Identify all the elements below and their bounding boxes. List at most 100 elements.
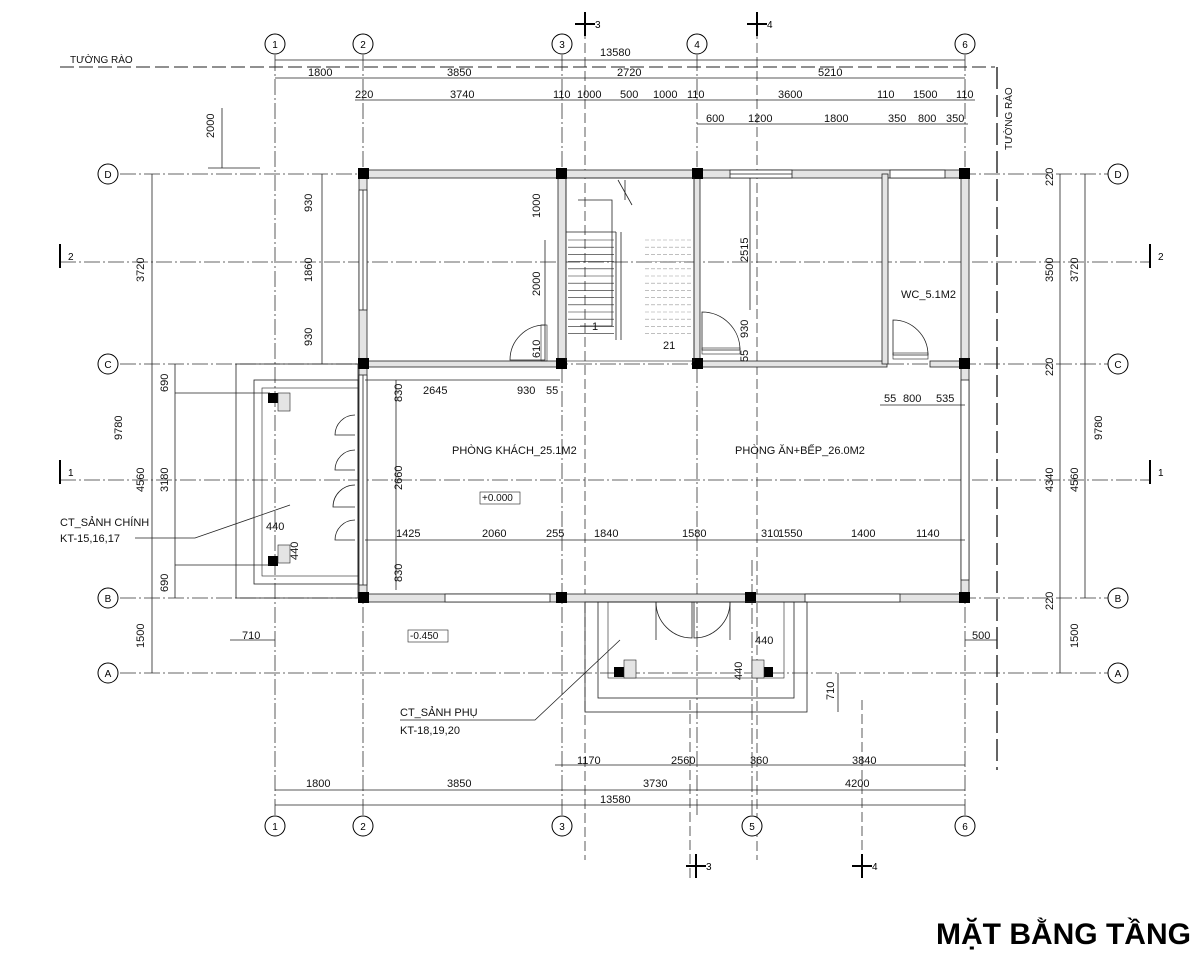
dim-right-outer: 9780 xyxy=(1093,416,1105,440)
axis-bubble-left: C xyxy=(97,353,119,375)
main-lobby-porch xyxy=(235,363,359,599)
axis-bubble-bottom: 6 xyxy=(954,815,976,837)
dim-bottom-r2: 3730 xyxy=(643,778,667,790)
svg-text:C: C xyxy=(104,360,111,371)
dim-right: 1500 xyxy=(1069,624,1081,648)
axis-bubble-right: C xyxy=(1107,353,1129,375)
dim-top-r2: 110 xyxy=(553,89,571,101)
dim-misc: 2060 xyxy=(482,528,506,540)
dim-top-r2: 1500 xyxy=(913,89,937,101)
fence-lines xyxy=(60,66,998,770)
dim-misc: 830 xyxy=(393,564,405,582)
dim-top-r3: 350 xyxy=(888,113,906,125)
dim-bottom-r1: 2560 xyxy=(671,755,695,767)
dim-misc: 440 xyxy=(266,521,284,533)
section-mark-top: 3 xyxy=(575,12,601,36)
svg-text:2: 2 xyxy=(1158,252,1164,263)
dim-misc: 440 xyxy=(733,662,745,680)
fence-label-top: TƯỜNG RÀO xyxy=(70,53,133,66)
stair-steps: 21 xyxy=(663,340,675,352)
room-dining-kitchen: PHÒNG ĂN+BẾP_26.0M2 xyxy=(735,444,865,457)
dim-misc: 930 xyxy=(739,320,751,338)
axis-bubble-left: D xyxy=(97,163,119,185)
dim-misc: 2660 xyxy=(393,466,405,490)
dim-misc: 1550 xyxy=(778,528,802,540)
callout-main-lobby-name: CT_SẢNH CHÍNH xyxy=(60,516,149,529)
dim-top-r2: 110 xyxy=(877,89,895,101)
dim-misc: 2515 xyxy=(739,238,751,262)
dim-left: 3720 xyxy=(135,258,147,282)
dim-top-r3: 1800 xyxy=(824,113,848,125)
dim-misc: 930 xyxy=(517,385,535,397)
svg-text:C: C xyxy=(1114,360,1121,371)
dim-bottom-r2: 1800 xyxy=(306,778,330,790)
axis-bubble-bottom: 1 xyxy=(264,815,286,837)
svg-text:6: 6 xyxy=(962,822,968,833)
dim-top-r2: 220 xyxy=(355,89,373,101)
dim-misc: 440 xyxy=(289,542,301,560)
callout-side-lobby-ref: KT-18,19,20 xyxy=(400,725,460,737)
dim-misc: 710 xyxy=(825,682,837,700)
side-lobby-porch xyxy=(584,601,808,713)
windows xyxy=(358,169,970,603)
dim-misc: 1840 xyxy=(594,528,618,540)
dim-top-r2: 1000 xyxy=(653,89,677,101)
axis-bubble-bottom: 5 xyxy=(741,815,763,837)
dim-bottom-r1: 1170 xyxy=(577,755,601,767)
axis-bubble-bottom: 2 xyxy=(352,815,374,837)
dim-top-r1: 3850 xyxy=(447,67,471,79)
svg-text:2: 2 xyxy=(360,822,366,833)
dim-misc: 440 xyxy=(755,635,773,647)
dim-bottom-r2: 3850 xyxy=(447,778,471,790)
dim-right: 220 xyxy=(1044,592,1056,610)
svg-text:3: 3 xyxy=(559,822,565,833)
dim-bottom-r1: 360 xyxy=(750,755,768,767)
walls xyxy=(358,169,970,603)
dim-left: 4560 xyxy=(135,468,147,492)
dim-left-inner: 930 xyxy=(303,194,315,212)
callout-main-lobby-ref: KT-15,16,17 xyxy=(60,533,120,545)
dim-misc: 500 xyxy=(972,630,990,642)
svg-text:D: D xyxy=(104,170,111,181)
dim-top-r1: 2720 xyxy=(617,67,641,79)
section-mark-bottom: 3 xyxy=(686,854,712,878)
dim-left-porch: 690 xyxy=(159,574,171,592)
svg-text:6: 6 xyxy=(962,40,968,51)
dim-misc: 1580 xyxy=(682,528,706,540)
svg-text:3: 3 xyxy=(595,20,601,31)
dim-misc: 55 xyxy=(739,350,751,362)
dim-top-r2: 500 xyxy=(620,89,638,101)
svg-text:1: 1 xyxy=(1158,468,1164,479)
dim-left-porch: 3180 xyxy=(159,468,171,492)
dim-top-r1: 1800 xyxy=(308,67,332,79)
dim-left-porch: 690 xyxy=(159,374,171,392)
callout-side-lobby-name: CT_SẢNH PHỤ xyxy=(400,706,478,719)
dim-top-r3: 600 xyxy=(706,113,724,125)
dim-right: 220 xyxy=(1044,168,1056,186)
dim-left: 1500 xyxy=(135,624,147,648)
columns xyxy=(268,168,970,677)
dim-misc: 1140 xyxy=(916,528,940,540)
dim-top-r2: 1000 xyxy=(577,89,601,101)
dim-bottom-total: 13580 xyxy=(600,794,631,806)
svg-text:4: 4 xyxy=(694,40,700,51)
dim-top-r2: 110 xyxy=(956,89,974,101)
dim-left: 9780 xyxy=(113,416,125,440)
dim-misc: 610 xyxy=(531,340,543,358)
axis-bubble-top: 2 xyxy=(352,33,374,55)
section-mark-right: 1 xyxy=(1149,460,1164,484)
dim-bottom-r1: 3840 xyxy=(852,755,876,767)
section-mark-right: 2 xyxy=(1149,244,1164,268)
fence-label-right: TƯỜNG RÀO xyxy=(1002,87,1015,150)
svg-text:B: B xyxy=(105,594,112,605)
dim-top-r3: 800 xyxy=(918,113,936,125)
axis-bubble-top: 1 xyxy=(264,33,286,55)
dim-misc: 2000 xyxy=(531,272,543,296)
grid-axes xyxy=(60,15,1150,880)
dim-misc: 255 xyxy=(546,528,564,540)
section-mark-top: 4 xyxy=(747,12,773,36)
axis-bubble-top: 6 xyxy=(954,33,976,55)
dim-right: 4340 xyxy=(1044,468,1056,492)
